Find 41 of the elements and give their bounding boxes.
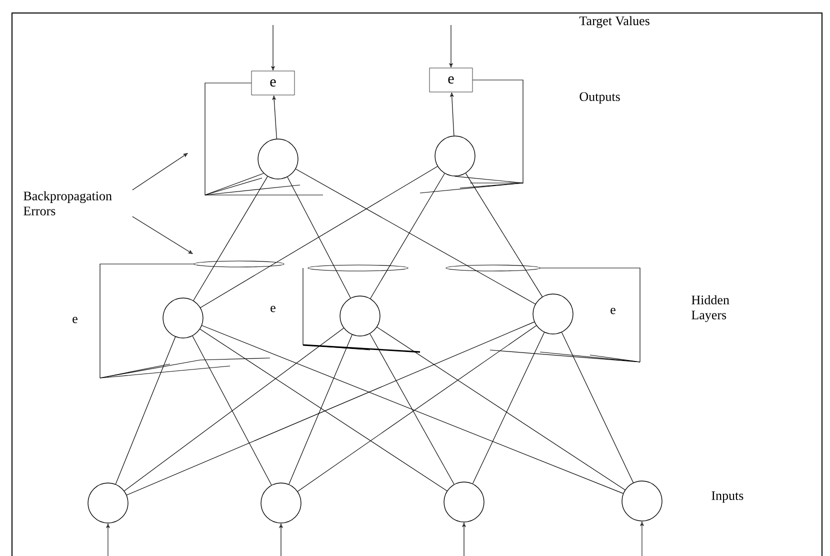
neuron-circle [532,294,574,334]
connection-line [124,328,344,492]
connection-line [200,328,448,492]
connection-line [115,336,176,484]
connection-line [288,334,352,485]
label-text: Inputs [712,491,744,503]
neuron-circle [162,298,204,338]
connection-line [370,333,454,485]
error-box: e [429,68,473,92]
connection-line [376,326,626,490]
neuron-circle [622,480,662,522]
error-feedback-line [454,80,524,184]
connection-line [297,325,537,492]
neuron-circle [260,482,302,524]
annotation-text: Backpropagation Errors [24,191,112,216]
label-text: Outputs [580,92,620,104]
connection-line [192,336,272,486]
neuron-circle [340,296,380,336]
neuron-circle [258,138,298,180]
error-feedback-line [204,82,264,196]
connection-line [193,176,268,301]
label-text: e [270,306,276,312]
connection-line [370,173,445,299]
connection-line [126,322,535,496]
connection-line [472,332,545,484]
label-text: Hidden Layers [692,295,730,322]
label-text: e [610,308,616,314]
label-text: Target Values [579,16,650,28]
connection-line [287,176,351,298]
connection-line [200,166,438,308]
neuron-circle [434,136,476,176]
neuron-circle [444,482,484,522]
connection-line [561,332,634,483]
connection-line [202,325,624,494]
connection-line [295,168,536,304]
connection-line [465,172,543,297]
arrow [132,153,188,190]
error-box: e [251,70,295,96]
neuron-circle [88,482,128,524]
arrow [132,216,193,254]
label-text: e [72,316,78,324]
